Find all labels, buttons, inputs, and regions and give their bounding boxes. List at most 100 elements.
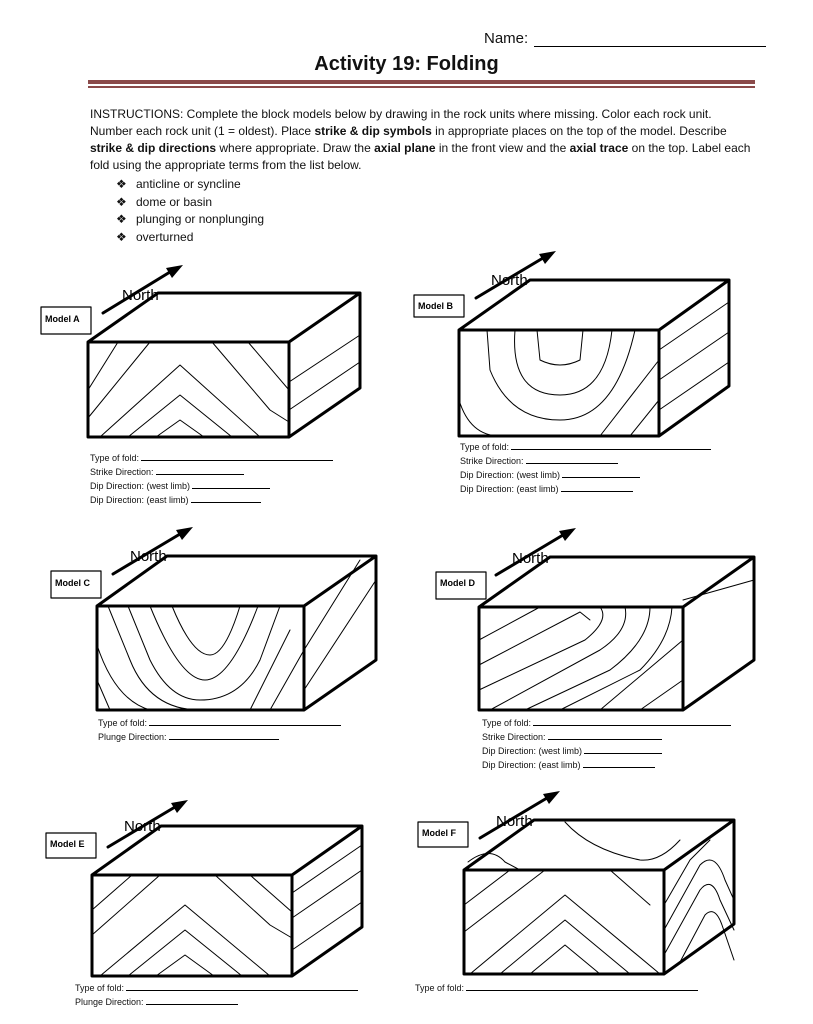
- name-line: Name:: [484, 30, 767, 47]
- instructions: INSTRUCTIONS: Complete the block models …: [90, 106, 755, 246]
- diamond-bullet-icon: ❖: [116, 212, 127, 226]
- field-row: Dip Direction: (west limb): [482, 744, 731, 758]
- field-row: Dip Direction: (east limb): [460, 482, 711, 496]
- model-f-fields: Type of fold:: [415, 981, 699, 995]
- field-row: Strike Direction:: [460, 454, 711, 468]
- arrow-head-icon: [543, 791, 560, 804]
- north-arrow-icon: [111, 532, 182, 576]
- north-label: North: [496, 813, 533, 830]
- fold-term-item: ❖overturned: [116, 229, 755, 247]
- model-b-block: North Model B: [413, 251, 731, 438]
- north-label: North: [124, 818, 161, 835]
- field-row: Strike Direction:: [482, 730, 731, 744]
- arrow-head-icon: [559, 528, 576, 541]
- fold-terms-list: ❖anticline or syncline ❖dome or basin ❖p…: [90, 176, 755, 246]
- answer-blank[interactable]: [168, 730, 279, 740]
- model-c-block: North Model C: [50, 527, 378, 712]
- fold-lines: [463, 821, 735, 975]
- model-label: Model E: [50, 839, 85, 849]
- diamond-bullet-icon: ❖: [116, 177, 127, 191]
- north-label: North: [512, 550, 549, 567]
- block-outline: [86, 291, 362, 439]
- answer-blank[interactable]: [560, 482, 633, 492]
- diamond-bullet-icon: ❖: [116, 194, 127, 209]
- field-row: Type of fold:: [90, 451, 334, 465]
- model-d-block: North Model D: [435, 528, 756, 712]
- title-divider: [88, 80, 755, 84]
- field-row: Type of fold:: [415, 981, 699, 995]
- answer-blank[interactable]: [533, 716, 732, 726]
- answer-blank[interactable]: [141, 451, 334, 461]
- fold-lines: [96, 559, 377, 711]
- field-row: Plunge Direction:: [98, 730, 341, 744]
- answer-blank[interactable]: [149, 716, 342, 726]
- field-row: Type of fold:: [460, 440, 712, 454]
- model-label-box: [413, 294, 465, 318]
- arrow-head-icon: [539, 251, 556, 264]
- north-arrow-icon: [474, 256, 545, 300]
- north-arrow-icon: [478, 796, 549, 840]
- field-row: Strike Direction:: [90, 465, 333, 479]
- model-label: Model F: [422, 828, 456, 838]
- fold-lines: [478, 579, 755, 711]
- block-outline: [477, 555, 756, 712]
- fold-term-item: ❖dome or basin: [116, 194, 755, 212]
- instructions-text: INSTRUCTIONS: Complete the block models …: [90, 107, 751, 172]
- fold-term-item: ❖plunging or nonplunging: [116, 211, 755, 229]
- fold-lines: [87, 334, 361, 438]
- north-arrow-icon: [101, 270, 172, 315]
- block-outline: [462, 818, 736, 976]
- answer-blank[interactable]: [126, 981, 359, 991]
- answer-blank[interactable]: [192, 479, 271, 489]
- arrow-head-icon: [176, 527, 193, 540]
- answer-blank[interactable]: [466, 981, 699, 991]
- arrow-head-icon: [166, 265, 183, 278]
- field-row: Type of fold:: [482, 716, 732, 730]
- model-c-fields: Type of fold: Plunge Direction:: [98, 716, 342, 744]
- answer-blank[interactable]: [584, 744, 663, 754]
- name-label: Name:: [484, 30, 529, 47]
- north-arrow-icon: [494, 533, 565, 577]
- model-label-box: [50, 570, 102, 599]
- north-label: North: [491, 272, 528, 289]
- field-row: Type of fold:: [98, 716, 342, 730]
- field-row: Type of fold:: [75, 981, 359, 995]
- arrow-head-icon: [171, 800, 188, 813]
- field-row: Dip Direction: (east limb): [90, 493, 333, 507]
- answer-blank[interactable]: [525, 454, 618, 464]
- fold-lines: [91, 844, 363, 977]
- answer-blank[interactable]: [155, 465, 244, 475]
- field-row: Plunge Direction:: [75, 995, 358, 1009]
- fold-lines: [458, 301, 730, 437]
- name-blank[interactable]: [534, 32, 767, 47]
- field-row: Dip Direction: (east limb): [482, 758, 731, 772]
- model-label: Model D: [440, 578, 475, 588]
- model-label: Model A: [45, 314, 80, 324]
- north-arrow-icon: [106, 805, 177, 849]
- title-divider-thin: [88, 86, 755, 88]
- model-label-box: [45, 832, 97, 859]
- answer-blank[interactable]: [145, 995, 238, 1005]
- model-e-block: North Model E: [45, 800, 364, 978]
- answer-blank[interactable]: [511, 440, 712, 450]
- model-label: Model B: [418, 301, 453, 311]
- model-label-box: [435, 571, 487, 600]
- model-label: Model C: [55, 578, 90, 588]
- block-outline: [457, 278, 731, 438]
- block-outline: [90, 824, 364, 978]
- answer-blank[interactable]: [562, 468, 641, 478]
- diamond-bullet-icon: ❖: [116, 229, 127, 244]
- model-label-box: [417, 821, 469, 848]
- model-a-fields: Type of fold: Strike Direction: Dip Dire…: [90, 451, 334, 507]
- answer-blank[interactable]: [582, 758, 655, 768]
- model-f-block: North Model F: [417, 791, 736, 976]
- north-label: North: [130, 548, 167, 565]
- page-title: Activity 19: Folding: [314, 53, 499, 75]
- answer-blank[interactable]: [547, 730, 662, 740]
- answer-blank[interactable]: [190, 493, 261, 503]
- fold-term-item: ❖anticline or syncline: [116, 176, 755, 194]
- model-b-fields: Type of fold: Strike Direction: Dip Dire…: [460, 440, 712, 496]
- model-e-fields: Type of fold: Plunge Direction:: [75, 981, 359, 1009]
- model-d-fields: Type of fold: Strike Direction: Dip Dire…: [482, 716, 732, 772]
